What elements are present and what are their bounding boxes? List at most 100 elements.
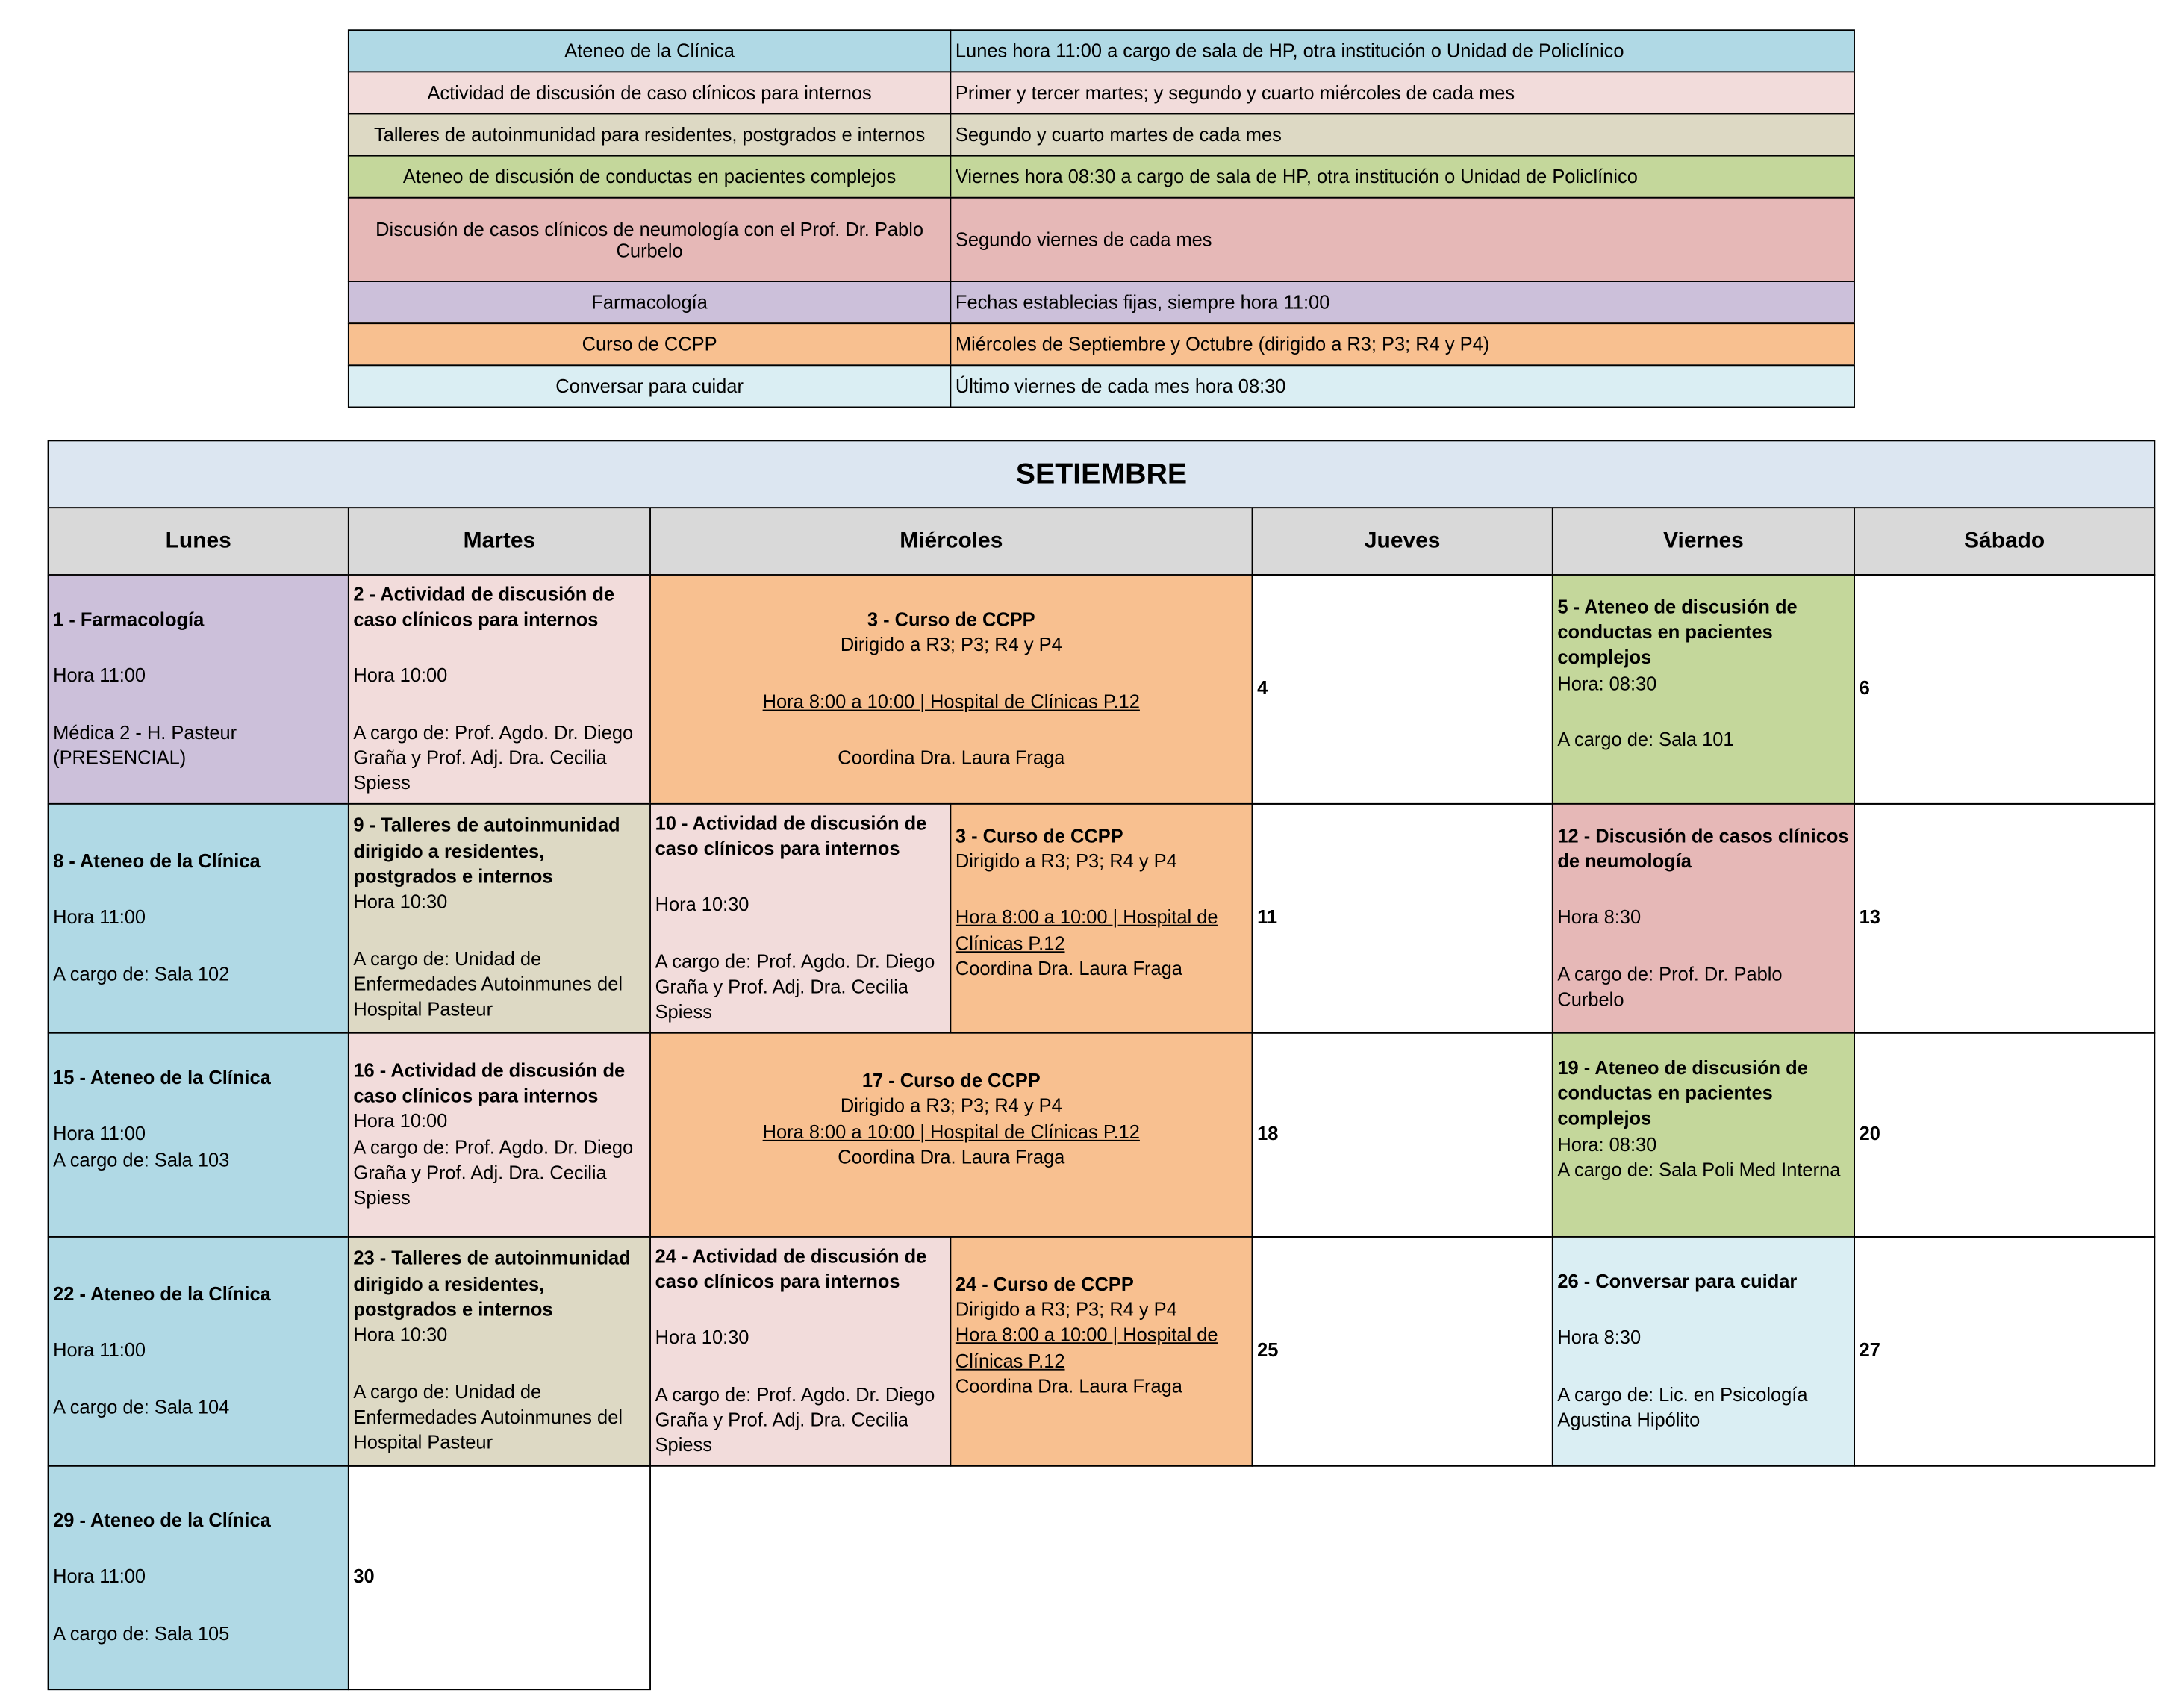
spacer	[655, 918, 946, 949]
legend-activity: Talleres de autoinmunidad para residente…	[347, 113, 952, 157]
event-title: 18	[1257, 1123, 1279, 1145]
event-title: 1 - Farmacología	[53, 608, 205, 630]
event-detail: Hora 10:30	[353, 1324, 448, 1346]
legend-activity: Curso de CCPP	[347, 322, 952, 367]
legend-schedule: Segundo y cuarto martes de cada mes	[950, 113, 1855, 157]
event-detail: Hora 10:30	[655, 1327, 749, 1349]
event-title: 22 - Ateneo de la Clínica	[53, 1283, 271, 1305]
event-title: 23 - Talleres de autoinmunidad dirigido …	[353, 1247, 631, 1321]
event-title: 30	[353, 1566, 375, 1588]
spacer	[53, 633, 343, 664]
event-detail: A cargo de: Sala 105	[53, 1622, 230, 1644]
event-detail: Hora 10:00	[353, 665, 448, 687]
event-detail: Dirigido a R3; P3; R4 y P4	[955, 1299, 1177, 1321]
event-detail: Hora 11:00	[53, 1123, 146, 1145]
day-cell: 12 - Discusión de casos clínicos de neum…	[1551, 802, 1855, 1034]
event-detail: Hora 11:00	[53, 1340, 146, 1362]
event-detail: A cargo de: Sala 101	[1557, 729, 1734, 750]
legend-schedule: Lunes hora 11:00 a cargo de sala de HP, …	[950, 29, 1855, 73]
event-title: 17 - Curso de CCPP	[861, 1070, 1041, 1091]
event-detail: A cargo de: Prof. Agdo. Dr. Diego Graña …	[353, 721, 634, 794]
event-detail: Dirigido a R3; P3; R4 y P4	[840, 634, 1062, 655]
event-detail: A cargo de: Sala 103	[53, 1149, 230, 1171]
spacer	[1557, 697, 1849, 728]
spacer	[655, 715, 1247, 746]
event-detail: Hora 11:00	[53, 1566, 146, 1588]
event-title: 3 - Curso de CCPP	[955, 825, 1123, 847]
event-detail: A cargo de: Prof. Agdo. Dr. Diego Graña …	[353, 1136, 634, 1209]
spacer	[53, 1174, 343, 1204]
day-cell: 23 - Talleres de autoinmunidad dirigido …	[347, 1236, 651, 1467]
spacer	[53, 689, 343, 720]
event-title: 10 - Actividad de discusión de caso clín…	[655, 812, 927, 859]
event-detail: Hora 11:00	[53, 907, 146, 929]
day-cell: 27	[1854, 1236, 2156, 1467]
spacer	[53, 931, 343, 961]
day-cell: 19 - Ateneo de discusión de conductas en…	[1551, 1032, 1855, 1238]
day-cell: 25	[1251, 1236, 1553, 1467]
legend-activity: Ateneo de discusión de conductas en paci…	[347, 155, 952, 199]
event-detail: Coordina Dra. Laura Fraga	[955, 958, 1182, 979]
spacer	[53, 1364, 343, 1394]
event-title: 12 - Discusión de casos clínicos de neum…	[1557, 825, 1849, 872]
spacer	[1557, 1295, 1849, 1326]
spacer	[655, 658, 1247, 689]
spacer	[353, 916, 645, 947]
event-detail: A cargo de: Prof. Agdo. Dr. Diego Graña …	[655, 1383, 935, 1456]
event-detail: Hora 11:00	[53, 665, 146, 687]
event-detail: Médica 2 - H. Pasteur (PRESENCIAL)	[53, 721, 237, 768]
spacer	[353, 633, 645, 664]
event-detail: A cargo de: Unidad de Enfermedades Autoi…	[353, 1380, 623, 1453]
month-title: SETIEMBRE	[47, 440, 2156, 509]
event-detail: A cargo de: Sala Poli Med Interna	[1557, 1159, 1841, 1181]
spacer	[1557, 1351, 1849, 1382]
event-detail: Coordina Dra. Laura Fraga	[955, 1376, 1182, 1397]
day-cell: 2 - Actividad de discusión de caso clíni…	[347, 574, 651, 805]
event-title: 8 - Ateneo de la Clínica	[53, 850, 261, 872]
event-title: 6	[1859, 678, 1870, 699]
spacer	[655, 862, 946, 893]
event-location-link: Hora 8:00 a 10:00 | Hospital de Clínicas…	[762, 1121, 1140, 1142]
event-title: 25	[1257, 1340, 1279, 1362]
event-detail: Hora: 08:30	[1557, 1133, 1657, 1155]
legend-schedule: Miércoles de Septiembre y Octubre (dirig…	[950, 322, 1855, 367]
event-title: 27	[1859, 1340, 1880, 1362]
event-title: 5 - Ateneo de discusión de conductas en …	[1557, 596, 1798, 669]
spacer	[1557, 1183, 1849, 1214]
event-detail: Hora 10:30	[353, 891, 448, 913]
event-detail: A cargo de: Unidad de Enfermedades Autoi…	[353, 947, 623, 1020]
day-cell: 18	[1251, 1032, 1553, 1238]
spacer	[956, 875, 1247, 906]
day-cell: 4	[1251, 574, 1553, 805]
day-header-3: Jueves	[1251, 507, 1553, 576]
spacer	[1557, 875, 1849, 906]
event-detail: Coordina Dra. Laura Fraga	[838, 1146, 1065, 1168]
day-cell: 10 - Actividad de discusión de caso clín…	[649, 802, 952, 1034]
day-cell: 6	[1854, 574, 2156, 805]
event-detail: A cargo de: Prof. Dr. Pablo Curbelo	[1557, 963, 1783, 1010]
spacer	[353, 689, 645, 720]
event-title: 20	[1859, 1123, 1880, 1145]
day-cell: 20	[1854, 1032, 2156, 1238]
event-title: 29 - Ateneo de la Clínica	[53, 1509, 271, 1531]
spacer	[655, 1295, 946, 1326]
legend-schedule: Segundo viernes de cada mes	[950, 196, 1855, 282]
event-detail: Coordina Dra. Laura Fraga	[838, 747, 1065, 768]
legend-activity: Discusión de casos clínicos de neumologí…	[347, 196, 952, 282]
event-detail: Hora 10:00	[353, 1110, 448, 1132]
event-detail: Hora 10:30	[655, 894, 749, 916]
day-cell: 16 - Actividad de discusión de caso clín…	[347, 1032, 651, 1238]
day-header-5: Sábado	[1854, 507, 2156, 576]
day-header-4: Viernes	[1551, 507, 1855, 576]
event-title: 26 - Conversar para cuidar	[1557, 1271, 1798, 1292]
legend-activity: Conversar para cuidar	[347, 364, 952, 408]
